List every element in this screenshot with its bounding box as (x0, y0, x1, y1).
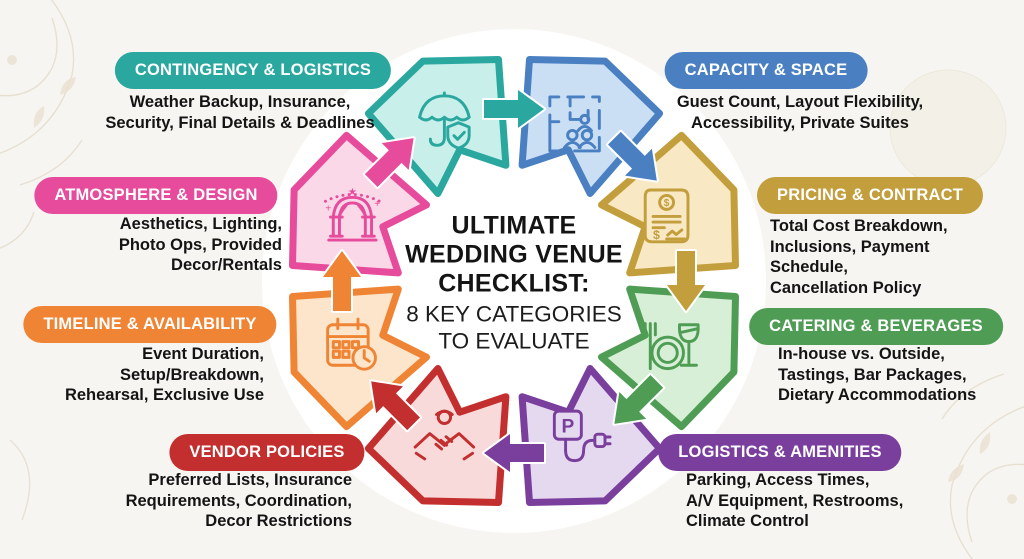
category-pill-vendor-policies: VENDOR POLICIES (169, 434, 365, 471)
svg-text:+: + (325, 203, 331, 214)
flow-arrow-timeline-availability (321, 249, 363, 313)
category-description-contingency-logistics: Weather Backup, Insurance,Security, Fina… (105, 93, 375, 132)
infographic-subtitle: 8 KEY CATEGORIES TO EVALUATE (406, 301, 622, 354)
plate-wine-icon (643, 322, 700, 371)
umbrella-shield-icon (418, 91, 471, 150)
flow-arrow-logistics-amenities (482, 432, 546, 474)
category-description-timeline-availability: Event Duration,Setup/Breakdown,Rehearsal… (64, 345, 264, 404)
svg-text:$: $ (653, 228, 660, 242)
category-pill-logistics-amenities: LOGISTICS & AMENITIES (658, 434, 902, 471)
category-description-logistics-amenities: Parking, Access Times,A/V Equipment, Res… (686, 471, 904, 530)
wheel-center-title: ULTIMATE WEDDING VENUE CHECKLIST: 8 KEY … (388, 212, 640, 355)
category-pill-contingency-logistics: CONTINGENCY & LOGISTICS (114, 52, 392, 89)
category-pill-pricing-contract: PRICING & CONTRACT (756, 177, 984, 214)
flow-arrow-vendor-policies (369, 379, 422, 433)
contract-dollar-icon: $$ (643, 188, 690, 244)
parking-plug-icon: P (552, 409, 612, 463)
flow-arrow-contingency-logistics (482, 88, 546, 130)
svg-text:$: $ (664, 198, 670, 209)
category-description-pricing-contract: Total Cost Breakdown,Inclusions, Payment… (770, 217, 948, 297)
segment-capacity-space (518, 56, 664, 197)
handshake-icon (413, 409, 476, 461)
segment-contingency-logistics (364, 56, 510, 197)
segment-vendor-policies (364, 365, 510, 506)
segment-logistics-amenities (518, 365, 664, 506)
infographic-title: ULTIMATE WEDDING VENUE CHECKLIST: (405, 211, 623, 298)
flow-arrow-pricing-contract (665, 249, 707, 313)
calendar-clock-icon (326, 317, 377, 371)
category-description-capacity-space: Guest Count, Layout Flexibility,Accessib… (676, 93, 924, 132)
category-pill-capacity-space: CAPACITY & SPACE (664, 52, 868, 89)
category-pill-catering-beverages: CATERING & BEVERAGES (749, 308, 1003, 345)
category-description-atmosphere-design: Aesthetics, Lighting,Photo Ops, Provided… (118, 215, 282, 274)
floor-plan-icon (548, 95, 601, 153)
wedding-arch-icon: ★ + + (323, 187, 381, 242)
flow-arrow-capacity-space (606, 129, 659, 183)
flow-arrow-catering-beverages (612, 373, 666, 426)
svg-text:P: P (561, 416, 574, 437)
category-pill-timeline-availability: TIMELINE & AVAILABILITY (23, 306, 277, 343)
svg-text:+: + (374, 199, 380, 210)
category-description-catering-beverages: In-house vs. Outside,Tastings, Bar Packa… (778, 345, 977, 404)
svg-text:★: ★ (348, 187, 357, 198)
flow-arrow-atmosphere-design (362, 136, 416, 189)
category-pill-atmosphere-design: ATMOSPHERE & DESIGN (34, 177, 278, 214)
